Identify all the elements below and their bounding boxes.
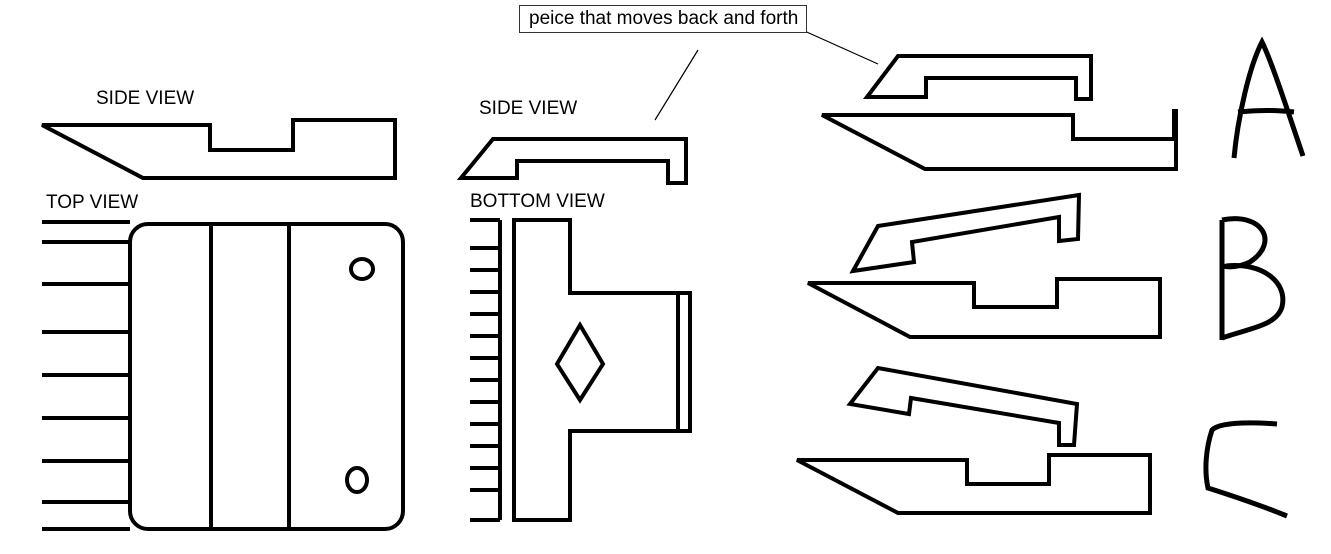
callout-leader-right [799,28,879,65]
top-view-screw-hole-top [349,257,375,281]
side-view-left-profile [41,118,397,180]
bottom-view-label: BOTTOM VIEW [470,191,605,212]
letter-b-glyph [1219,216,1286,341]
top-view-label: TOP VIEW [46,192,139,213]
bottom-view-body [512,218,692,522]
variant-b-label: B [1222,215,1223,216]
top-view-body [128,222,405,531]
top-view-comb-teeth [42,220,130,531]
bottom-view-comb-teeth [470,218,500,522]
letter-a-glyph [1231,36,1306,159]
variant-c-upper-piece [846,365,1080,447]
variant-a-lower-blade [821,109,1178,171]
side-view-middle-profile [456,137,688,185]
top-view-screw-hole-bottom [345,466,369,494]
letter-c-glyph [1203,420,1288,519]
moving-piece-callout: peice that moves back and forth [519,5,808,33]
variant-b-lower-blade [807,277,1162,339]
side-view-left-label: SIDE VIEW [96,88,195,109]
bottom-view-diamond [554,321,606,404]
variant-b-upper-piece [849,192,1082,274]
variant-a-label: A [1222,40,1223,41]
variant-c-label: C [1205,420,1206,421]
callout-leader-middle [654,49,699,121]
variant-a-upper-piece [862,54,1093,101]
variant-c-lower-blade [796,453,1152,515]
side-view-middle-label: SIDE VIEW [479,98,578,119]
